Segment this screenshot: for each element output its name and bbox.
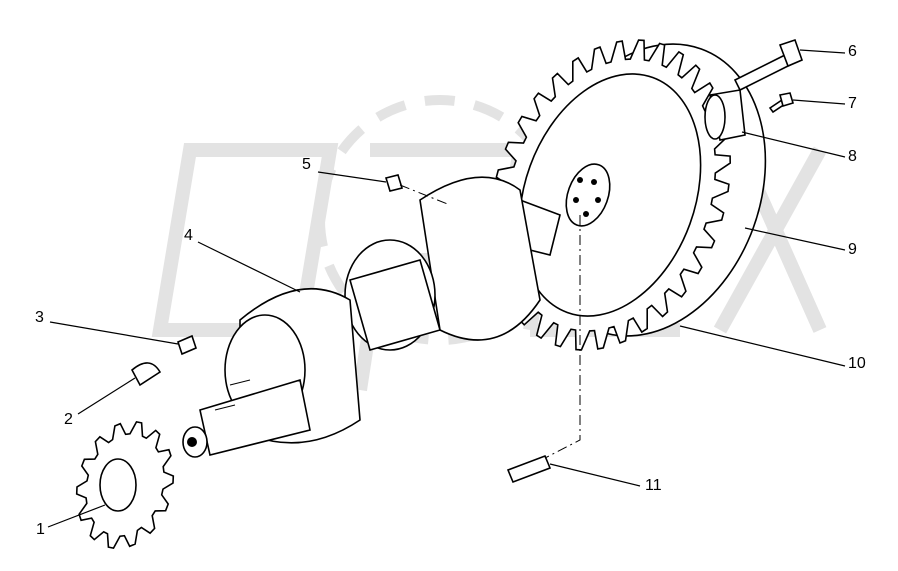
flywheel-bolt	[733, 38, 804, 92]
leader-lines	[47, 49, 846, 528]
callout-1: 1	[36, 521, 45, 538]
plug-axis-line	[399, 184, 451, 206]
crankshaft	[182, 176, 561, 458]
callout-5: 5	[302, 156, 311, 173]
bushing	[704, 89, 746, 141]
callout-11: 11	[645, 477, 662, 494]
callout-4: 4	[184, 227, 193, 244]
callout-8: 8	[848, 148, 857, 165]
callout-2: 2	[64, 411, 73, 428]
callout-9: 9	[848, 241, 857, 258]
callout-6: 6	[848, 43, 857, 60]
woodruff-key	[130, 362, 162, 387]
screw	[768, 92, 794, 114]
callout-3: 3	[35, 309, 44, 326]
callout-7: 7	[848, 95, 857, 112]
flywheel	[488, 39, 767, 351]
plug	[384, 174, 404, 192]
pin-axis-line	[544, 215, 581, 459]
timing-gear	[75, 421, 175, 549]
callout-10: 10	[848, 355, 866, 372]
key	[177, 334, 197, 356]
dowel-pin	[506, 454, 552, 484]
